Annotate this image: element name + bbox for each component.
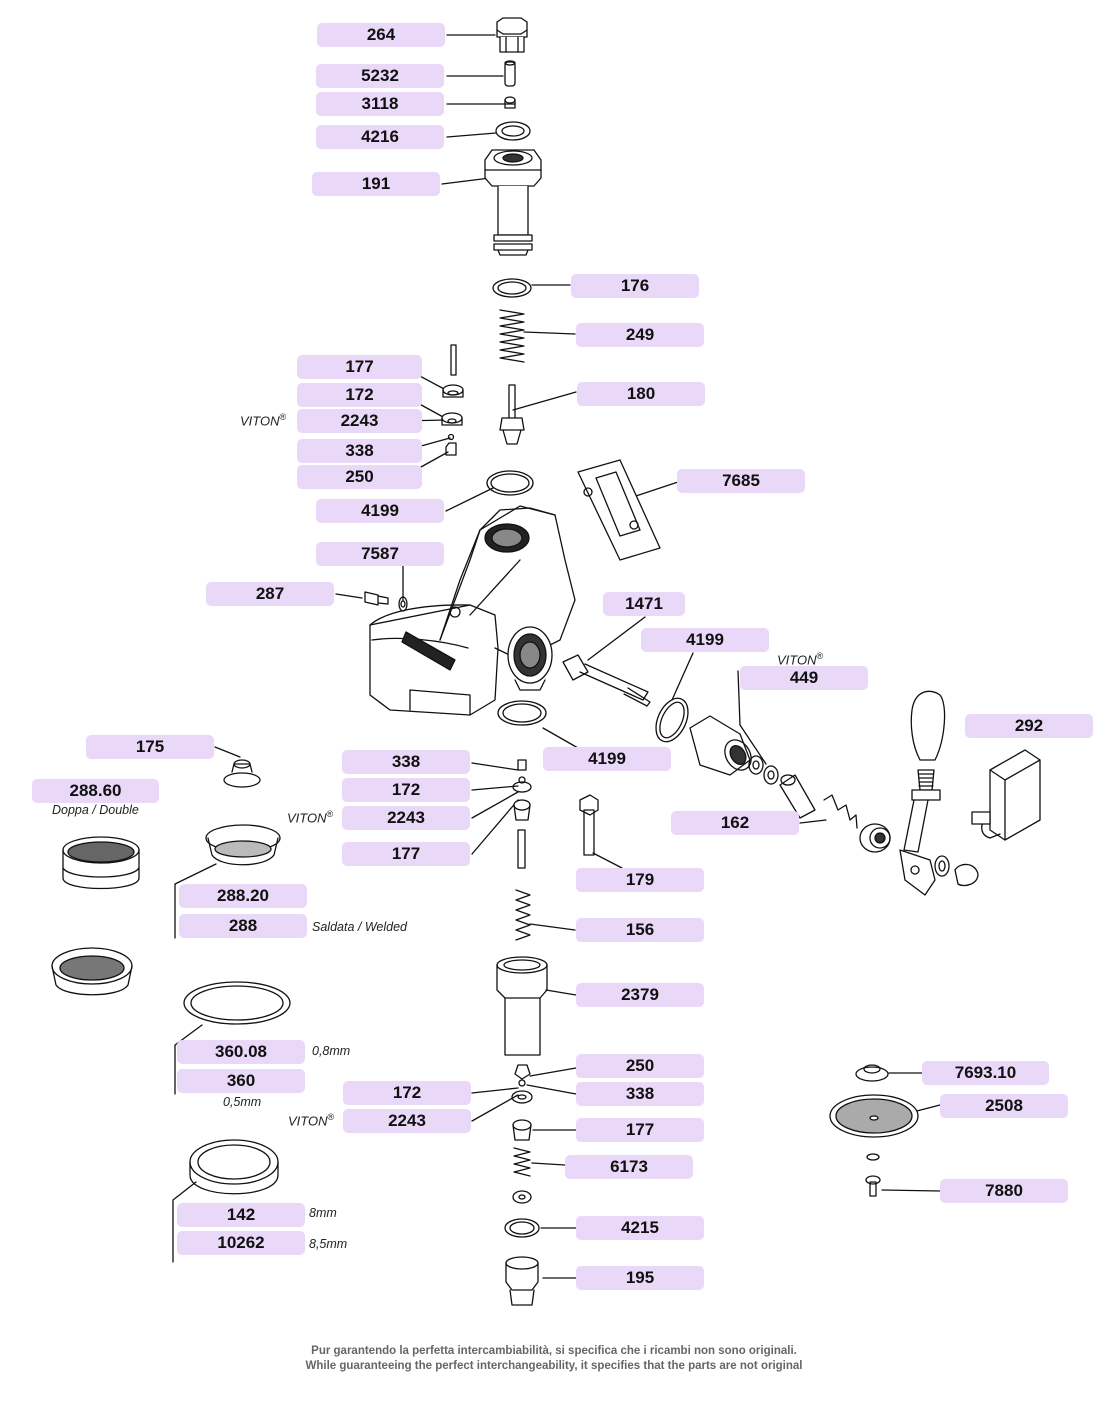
part-label: 338 — [576, 1082, 704, 1106]
part-label: 249 — [576, 323, 704, 347]
part-label: 177 — [342, 842, 470, 866]
small-parts-177-250 — [441, 344, 464, 456]
shower-holder-175 — [223, 759, 261, 788]
part-label: 292 — [965, 714, 1093, 738]
part-label: 4199 — [543, 747, 671, 771]
part-label: 7880 — [940, 1179, 1068, 1203]
viton-note: VITON® — [288, 1112, 335, 1129]
basket-double — [62, 836, 140, 890]
microswitch-292 — [971, 749, 1041, 841]
washer-7587 — [398, 596, 408, 612]
part-label: 180 — [577, 382, 705, 406]
washers-449 — [748, 755, 779, 785]
part-label: 2243 — [343, 1109, 471, 1133]
nozzle-195 — [505, 1256, 539, 1306]
thickness-note: 8mm — [309, 1206, 337, 1220]
pin-179 — [579, 794, 599, 856]
part-label: 338 — [297, 439, 422, 463]
part-label: 179 — [576, 868, 704, 892]
pin-5232 — [504, 60, 516, 87]
part-label: 172 — [342, 778, 470, 802]
gasket-4199-low — [497, 700, 547, 726]
part-label: 360.08 — [177, 1040, 305, 1064]
sleeve-2379 — [496, 956, 548, 1056]
part-label: 7587 — [316, 542, 444, 566]
part-label: 7693.10 — [922, 1061, 1049, 1085]
part-label: 7685 — [677, 469, 805, 493]
part-label: 250 — [576, 1054, 704, 1078]
part-label: 156 — [576, 918, 704, 942]
gasket-4199-top — [486, 470, 534, 496]
gasket-142 — [189, 1139, 279, 1195]
part-label: 177 — [576, 1118, 704, 1142]
disclaimer-italian: Pur garantendo la perfetta intercambiabi… — [311, 1345, 797, 1357]
thickness-note: 8,5mm — [309, 1237, 348, 1251]
part-label: 288 — [179, 914, 307, 938]
part-label: 4199 — [316, 499, 444, 523]
bushing-162 — [779, 774, 858, 829]
gasket-plate-7685 — [577, 459, 661, 561]
lever-assembly — [859, 690, 979, 896]
part-label: 4215 — [576, 1216, 704, 1240]
part-label: 176 — [571, 274, 699, 298]
part-label: 250 — [297, 465, 422, 489]
part-label: 5232 — [316, 64, 444, 88]
welded-basket-note: Saldata / Welded — [312, 920, 407, 934]
part-label: 1471 — [603, 592, 685, 616]
part-label: 288.20 — [179, 884, 307, 908]
part-label: 4199 — [641, 628, 769, 652]
part-label: 2243 — [297, 409, 422, 433]
part-label: 449 — [740, 666, 868, 690]
part-label: 264 — [317, 23, 445, 47]
part-label: 360 — [177, 1069, 305, 1093]
part-label: 10262 — [177, 1231, 305, 1255]
shaft-1471 — [562, 654, 651, 707]
part-label: 142 — [177, 1203, 305, 1227]
part-label: 2508 — [940, 1094, 1068, 1118]
spring-249 — [499, 309, 525, 363]
part-label: 172 — [297, 383, 422, 407]
viton-note: VITON® — [777, 651, 824, 668]
viton-note: VITON® — [287, 809, 334, 826]
part-label: 2379 — [576, 983, 704, 1007]
basket-single — [205, 824, 281, 866]
gasket-4199-side — [655, 697, 689, 743]
part-label: 195 — [576, 1266, 704, 1290]
valve-stem-180 — [499, 384, 525, 445]
part-label: 287 — [206, 582, 334, 606]
screw-287 — [364, 591, 389, 606]
part-label: 175 — [86, 735, 214, 759]
valve-3118 — [504, 96, 516, 109]
part-label: 177 — [297, 355, 422, 379]
gasket-360 — [183, 981, 291, 1025]
basket-welded — [51, 947, 133, 996]
part-label: 338 — [342, 750, 470, 774]
valve-parts-mid — [512, 759, 532, 869]
cap-nut-264 — [496, 17, 528, 53]
part-label: 288.60 — [32, 779, 159, 803]
disclaimer-english: While guaranteeing the perfect interchan… — [305, 1360, 803, 1372]
gasket-176 — [492, 278, 532, 298]
part-label: 4216 — [316, 125, 444, 149]
shower-screen-2508 — [829, 1094, 919, 1138]
part-label: 2243 — [342, 806, 470, 830]
screw-7880 — [865, 1153, 881, 1197]
viton-note: VITON® — [240, 412, 287, 429]
part-label: 172 — [343, 1081, 471, 1105]
ring-4216 — [495, 121, 531, 141]
group-head-body — [369, 505, 576, 716]
double-basket-note: Doppa / Double — [52, 803, 139, 817]
fitting-191 — [484, 149, 542, 256]
thickness-note: 0,8mm — [312, 1044, 351, 1058]
part-label: 6173 — [565, 1155, 693, 1179]
part-label: 162 — [671, 811, 799, 835]
thickness-note: 0,5mm — [223, 1095, 262, 1109]
valve-parts-low — [504, 1064, 540, 1238]
fitting-side — [689, 715, 752, 776]
part-label: 191 — [312, 172, 440, 196]
spring-156 — [515, 889, 531, 941]
part-label: 3118 — [316, 92, 444, 116]
screen-holder-769310 — [855, 1064, 889, 1082]
